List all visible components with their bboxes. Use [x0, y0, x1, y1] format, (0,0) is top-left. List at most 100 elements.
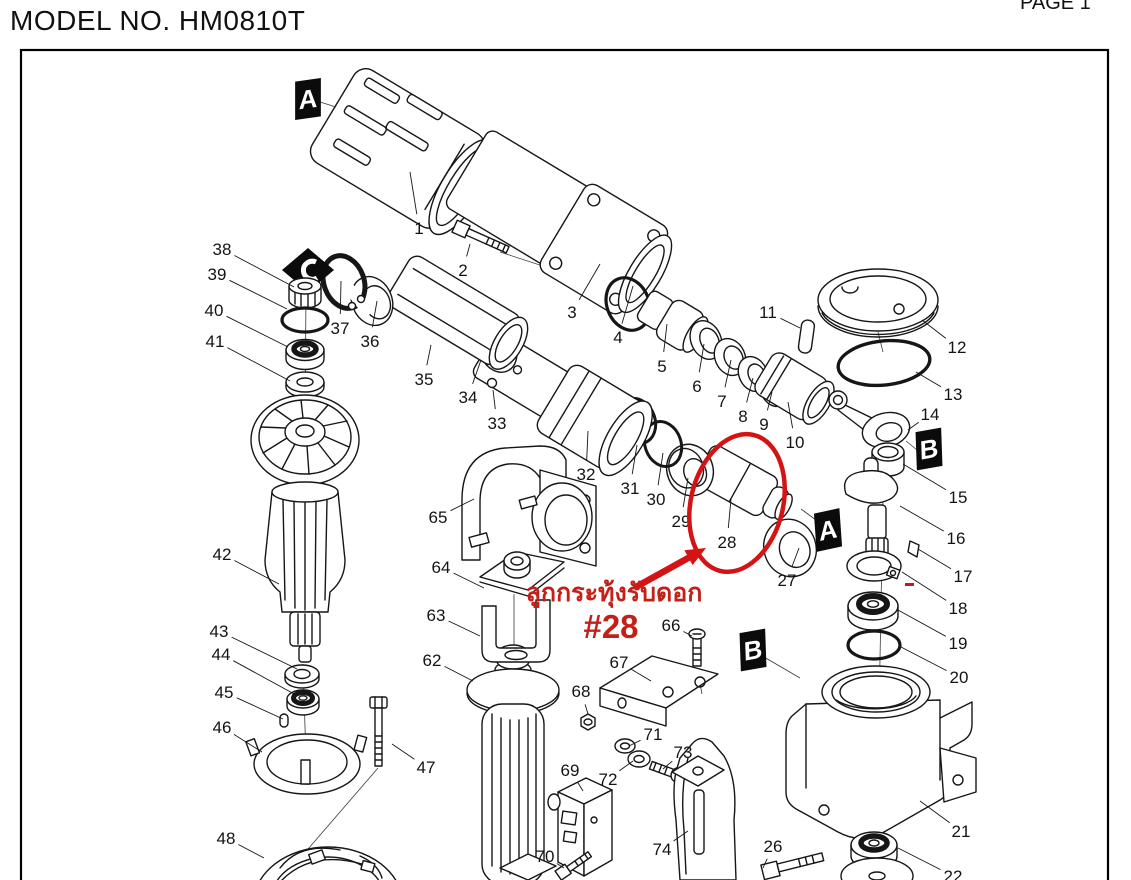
thai-annotation-label: ลูกกระทุ้งรับดอก — [526, 578, 703, 609]
leader-line — [339, 280, 342, 315]
marker-box — [739, 628, 767, 672]
part-label: 44 — [212, 645, 231, 664]
part-label: 39 — [208, 265, 227, 284]
part-label: 30 — [647, 490, 666, 509]
part-label: 47 — [417, 758, 436, 777]
part-label: 65 — [429, 508, 448, 527]
leader-lines-layer — [226, 171, 952, 871]
leader-line — [233, 734, 263, 753]
leader-line — [917, 548, 952, 570]
part-label: 2 — [458, 261, 467, 280]
part-20-oring — [846, 629, 902, 661]
part-33-ball — [486, 377, 498, 389]
part-label: 21 — [952, 822, 971, 841]
marker-box — [915, 427, 943, 471]
part-label: 67 — [610, 653, 629, 672]
marker-letter: B — [919, 432, 939, 465]
part-43-washer — [284, 664, 320, 689]
part-label: 33 — [488, 414, 507, 433]
part-label: 34 — [459, 388, 478, 407]
page-number: PAGE 1 — [1020, 0, 1091, 14]
leader-line — [371, 300, 378, 328]
part-22-bearing — [840, 831, 914, 880]
leader-line — [391, 743, 415, 760]
part-68-nut — [580, 713, 596, 731]
leader-line — [787, 401, 794, 429]
leader-line — [234, 560, 280, 585]
part-28-callout: #28 — [583, 608, 638, 645]
section-marker-b: B — [915, 427, 943, 471]
part-label: 26 — [764, 837, 783, 856]
part-label: 73 — [674, 743, 693, 762]
leader-line — [698, 343, 705, 373]
part-label: 6 — [692, 377, 701, 396]
part-label: 14 — [921, 405, 940, 424]
leader-line — [791, 547, 800, 568]
part-39-oring — [280, 306, 330, 334]
line-art — [245, 68, 977, 880]
part-label: 64 — [432, 558, 451, 577]
leader-line — [746, 377, 754, 403]
part-label: 74 — [653, 840, 672, 859]
red-dash-mark — [905, 583, 914, 586]
leader-line — [238, 844, 265, 859]
part-label: 69 — [561, 761, 580, 780]
part-label: 13 — [944, 385, 963, 404]
part-label: 46 — [213, 718, 232, 737]
part-label: 38 — [213, 240, 232, 259]
part-label: 71 — [644, 725, 663, 744]
part-40-bearing — [285, 338, 325, 371]
part-11-pin — [797, 319, 816, 354]
leader-line — [453, 572, 485, 589]
leader-line — [663, 323, 668, 353]
part-label: 4 — [613, 328, 622, 347]
part-72-washer — [627, 750, 651, 768]
part-label: 72 — [599, 770, 618, 789]
leader-line — [466, 243, 471, 257]
part-label: 18 — [949, 599, 968, 618]
part-label: 41 — [206, 332, 225, 351]
part-19-bearing — [847, 591, 899, 631]
part-67-bracket — [599, 655, 719, 727]
leader-line — [619, 760, 634, 772]
part-64-plate — [479, 551, 565, 597]
part-label: 20 — [950, 668, 969, 687]
part-71-washer — [614, 738, 636, 754]
part-label: 12 — [948, 338, 967, 357]
part-17-key — [907, 540, 920, 558]
part-21-crank-housing — [785, 665, 977, 840]
highlight-ellipse — [687, 431, 787, 575]
part-label: 35 — [415, 370, 434, 389]
part-label: 11 — [759, 303, 777, 322]
part-70-screw — [554, 851, 593, 880]
marker-box — [295, 78, 321, 120]
part-label: 36 — [361, 332, 380, 351]
marker-letter: A — [818, 513, 839, 547]
part-label: 68 — [572, 682, 591, 701]
part-69-switch — [499, 777, 613, 880]
marker-box — [813, 508, 843, 552]
part-41-washer — [285, 371, 325, 398]
leader-line — [586, 430, 589, 461]
part-14-connecting-rod — [828, 390, 911, 449]
part-label: 31 — [621, 479, 640, 498]
part-44-bearing — [286, 689, 320, 716]
leader-line — [631, 444, 638, 475]
part-35-sleeve — [386, 255, 529, 370]
section-marker-b: B — [739, 628, 767, 672]
part-4-oring — [604, 276, 652, 332]
part-label: 19 — [949, 634, 968, 653]
part-26-bolt — [760, 852, 825, 880]
part-label: 42 — [213, 545, 232, 564]
red-arrow-shaft — [632, 554, 692, 591]
marker-letter: A — [299, 83, 318, 116]
leader-line — [236, 697, 284, 720]
leader-line — [657, 452, 664, 486]
part-label: 27 — [778, 571, 797, 590]
leader-line — [919, 800, 950, 824]
section-markers-layer: A A B B — [295, 78, 943, 672]
part-38-knurled-nut — [288, 277, 322, 309]
part-45-pin — [279, 713, 289, 728]
